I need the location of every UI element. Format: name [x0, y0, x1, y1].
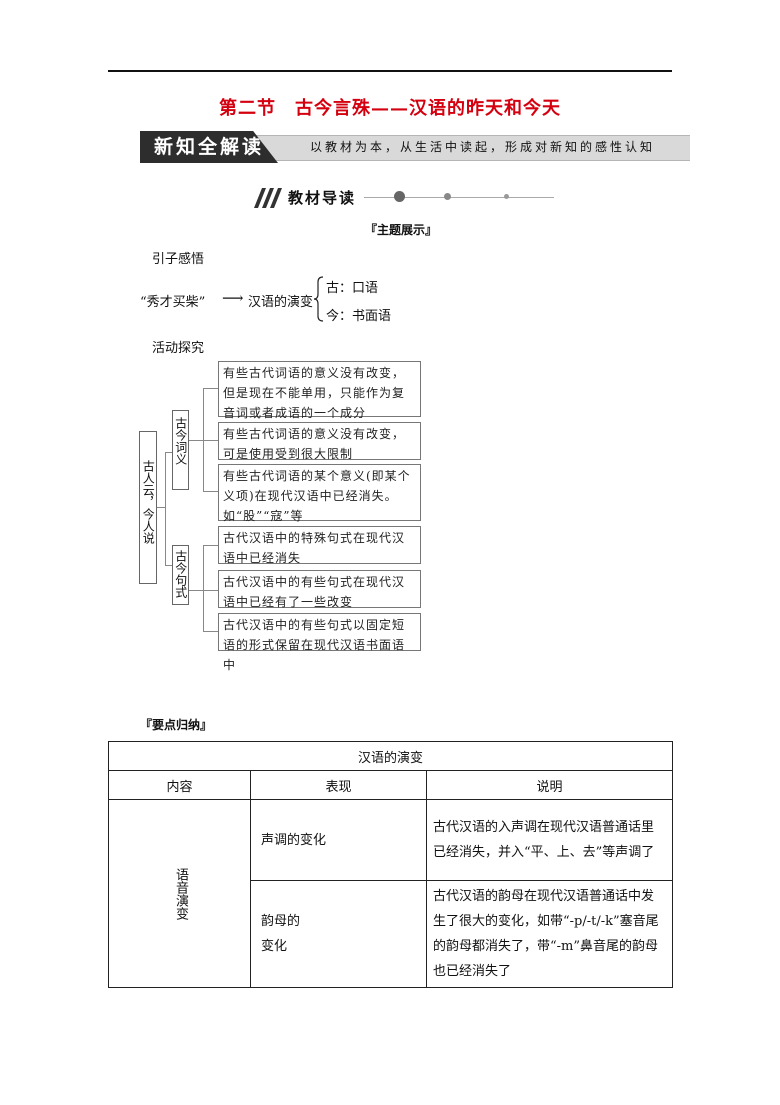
section-heading: 教材导读: [254, 185, 564, 211]
banner-subtitle: 以教材为本，从生活中读起，形成对新知的感性认知: [310, 140, 656, 154]
corner-bracket-close-icon: 』: [425, 223, 438, 237]
connector: [203, 545, 204, 632]
group-sentence-pattern-label: 古今句式: [173, 550, 188, 598]
page-title: 第二节 古今言殊——汉语的昨天和今天: [219, 98, 561, 119]
connector: [203, 545, 218, 546]
table-desc-cell: 古代汉语的韵母在现代汉语普通话中发生了很大的变化，如带“-p/-t/-k”塞音尾…: [426, 880, 673, 988]
group-sentence-pattern: 古今句式: [172, 545, 189, 605]
corner-bracket-close-icon: 』: [200, 718, 213, 732]
banner-tag: 新知全解读: [140, 131, 278, 163]
table-header-explanation: 说明: [426, 770, 673, 800]
table-desc-cell: 古代汉语的入声调在现代汉语普通话里已经消失，并入“平、上、去”等声调了: [426, 799, 673, 881]
table-group-cell: 语音演变: [108, 799, 251, 988]
theme-label: 『主题展示』: [365, 223, 438, 237]
connector: [165, 565, 172, 566]
table-group-label: 语音演变: [172, 867, 188, 920]
intro-heading: 引子感悟: [152, 252, 205, 267]
table-caption: 汉语的演变: [108, 741, 673, 771]
table-aspect-label: 韵母的变化: [261, 914, 301, 954]
connector: [189, 590, 203, 591]
group-word-meaning-label: 古今词义: [173, 417, 188, 465]
connector: [165, 452, 172, 453]
word-meaning-item-3: 有些古代词语的某个意义(即某个义项)在现代汉语中已经消失。如“股”“寇”等: [218, 464, 421, 523]
table-row: 韵母的变化 古代汉语的韵母在现代汉语普通话中发生了很大的变化，如带“-p/-t/…: [109, 880, 673, 988]
section-heading-rule: [364, 197, 554, 198]
table-aspect-cell: 韵母的变化: [250, 880, 427, 988]
intro-branch-ancient: 古：口语: [326, 281, 379, 296]
word-meaning-item-1: 有些古代词语的意义没有改变，但是现在不能单用，只能作为复音词或者成语的一个成分: [218, 361, 421, 420]
sentence-pattern-item-1: 古代汉语中的特殊句式在现代汉语中已经消失: [218, 526, 421, 565]
table-header-content: 内容: [108, 770, 251, 800]
connector: [203, 590, 218, 591]
table-header-manifestation: 表现: [250, 770, 427, 800]
activity-heading: 活动探究: [152, 341, 205, 356]
intro-target: 汉语的演变: [248, 295, 314, 310]
sentence-pattern-item-3: 古代汉语中的有些句式以固定短语的形式保留在现代汉语书面语中: [218, 613, 421, 672]
dot-icon: [444, 193, 451, 200]
sentence-pattern-item-2: 古代汉语中的有些句式在现代汉语中已经有了一些改变: [218, 570, 421, 609]
connector: [203, 491, 218, 492]
connector: [203, 388, 218, 389]
table-row: 语音演变 声调的变化 古代汉语的入声调在现代汉语普通话里已经消失，并入“平、上、…: [108, 799, 673, 988]
table-aspect-cell: 声调的变化: [250, 799, 427, 881]
brace-icon: [314, 276, 324, 322]
intro-source: “秀才买柴”: [140, 295, 206, 310]
section-heading-label: 教材导读: [288, 189, 357, 207]
summary-label: 『要点归纳』: [140, 718, 213, 732]
section-banner: 新知全解读 以教材为本，从生活中读起，形成对新知的感性认知: [140, 131, 690, 163]
connector: [203, 440, 218, 441]
activity-root: 古人云，今人说: [139, 431, 157, 584]
connector: [157, 507, 165, 508]
connector: [189, 440, 203, 441]
word-meaning-item-2: 有些古代词语的意义没有改变，可是使用受到很大限制: [218, 422, 421, 461]
evolution-table: 汉语的演变 内容 表现 说明 语音演变 声调的变化 古代汉语的入声调在现代汉语普…: [108, 741, 673, 988]
corner-bracket-open-icon: 『: [140, 718, 153, 732]
dot-icon: [394, 191, 405, 202]
corner-bracket-open-icon: 『: [365, 223, 378, 237]
intro-branch-modern: 今：书面语: [326, 309, 392, 324]
activity-root-label: 古人云，今人说: [141, 460, 156, 544]
connector: [203, 631, 218, 632]
top-rule: [108, 70, 672, 72]
arrow-icon: ⟶: [222, 289, 244, 307]
dot-icon: [504, 194, 509, 199]
connector: [165, 452, 166, 565]
group-word-meaning: 古今词义: [172, 410, 189, 490]
stripes-icon: [254, 188, 282, 208]
